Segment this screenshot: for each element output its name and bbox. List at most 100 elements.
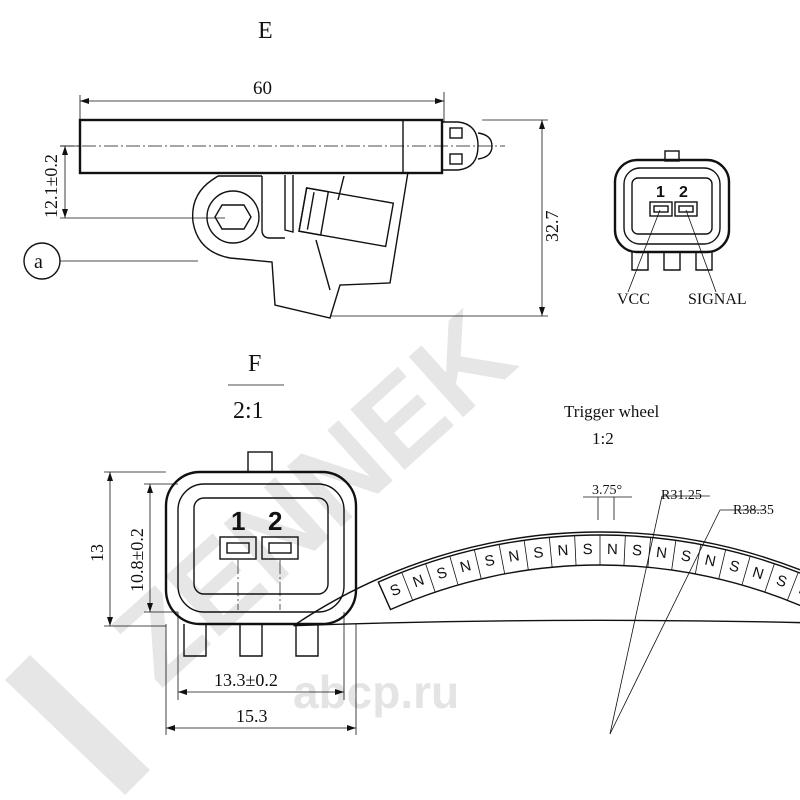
small-connector-legs [631, 252, 713, 271]
bolt-hole [206, 190, 260, 244]
trigger-wheel-ring [293, 531, 800, 627]
radius-inner-label: R31.25 [661, 488, 702, 503]
pole-divider [764, 563, 775, 593]
small-pin-2-core [678, 205, 694, 213]
small-connector-cavity [631, 177, 713, 235]
trigger-wheel-scale: 1:2 [592, 429, 614, 448]
f-pin-1-core [226, 542, 250, 554]
pole-label: N [703, 552, 717, 571]
small-connector-inner [623, 167, 721, 245]
pole-divider [523, 540, 529, 571]
flange-web [261, 176, 285, 239]
wheel-pole-band [377, 534, 800, 611]
pole-label: N [411, 572, 427, 592]
connector-face-small: 1 2 VCC SIGNAL [613, 150, 747, 308]
dim-10-label: 10.8±0.2 [127, 528, 147, 592]
pole-divider [647, 537, 652, 568]
dim-32-label: 32.7 [542, 211, 562, 243]
pole-label: S [727, 557, 741, 576]
radius-leader-outer [609, 509, 721, 735]
pole-label: S [582, 541, 592, 558]
f-pin-2-core [268, 542, 292, 554]
pole-divider [401, 572, 414, 601]
pole-label: N [607, 541, 618, 558]
view-f-title: F [248, 351, 261, 377]
sensor-tip-pin-1 [449, 127, 463, 139]
small-connector-key [664, 150, 680, 162]
f-connector-inner [177, 483, 345, 613]
small-pin-1-core [653, 205, 669, 213]
pole-divider [425, 563, 436, 593]
f-connector-legs [183, 624, 319, 657]
f-pin-2 [261, 536, 299, 560]
pole-divider [623, 535, 626, 566]
pole-divider [449, 556, 459, 586]
vcc-leader [627, 209, 661, 293]
dim-60-label: 60 [253, 78, 272, 99]
view-e-title: E [258, 18, 273, 44]
sensor-tip-nose [477, 132, 493, 160]
wheel-outer-arc [293, 531, 800, 627]
small-pin-label-1: 1 [656, 184, 665, 201]
pole-label: S [680, 547, 693, 565]
angle-label: 3.75° [592, 483, 622, 498]
dim-12-label: 12.1±0.2 [41, 154, 61, 218]
pole-label: S [774, 572, 789, 591]
pole-label: S [631, 542, 642, 560]
vcc-label: VCC [617, 291, 650, 308]
view-f-scale: 2:1 [233, 398, 264, 424]
pole-label: N [507, 547, 520, 566]
sensor-tube [78, 118, 444, 175]
pole-divider [786, 572, 799, 601]
pole-label: N [655, 544, 668, 562]
small-connector-outer [613, 158, 731, 254]
pole-label: N [796, 581, 800, 601]
small-pin-2 [674, 201, 698, 217]
brand-watermark: ZENNEK [5, 287, 538, 795]
pole-label: S [532, 544, 544, 562]
flange-rib [284, 175, 294, 233]
connector-cap [298, 187, 330, 236]
detail-marker-label: a [34, 251, 43, 273]
small-pin-label-2: 2 [679, 184, 688, 201]
pole-divider [694, 544, 702, 574]
pole-divider [574, 535, 577, 566]
dim-15-label: 15.3 [236, 706, 268, 726]
pole-label: N [458, 557, 473, 576]
f-connector-cavity [193, 497, 329, 595]
pole-divider [473, 549, 482, 579]
angled-connector [298, 187, 395, 248]
trigger-wheel-title: Trigger wheel [564, 402, 659, 421]
pole-label: S [435, 564, 450, 583]
dim-13-3-label: 13.3±0.2 [214, 670, 278, 690]
flange-edge-line [315, 239, 331, 291]
pole-label: S [483, 552, 496, 571]
hex-bolt [214, 204, 252, 230]
f-pin-1 [219, 536, 257, 560]
pole-label: N [557, 542, 569, 560]
sensor-tip-outline [442, 121, 479, 171]
mounting-flange [191, 171, 409, 319]
pole-label: N [750, 564, 765, 583]
view-e: E 60 12.1±0.2 [23, 18, 562, 319]
sensor-tip-pin-2 [449, 153, 463, 165]
small-pin-1 [649, 201, 673, 217]
view-f: F 2:1 1 2 13 10.8±0.2 13.3±0.2 [87, 351, 358, 735]
watermark-chevron-shape [5, 655, 150, 795]
radius-leader-inner [609, 495, 663, 735]
pole-divider [377, 581, 391, 610]
signal-label: SIGNAL [688, 291, 747, 308]
pole-divider [718, 549, 727, 579]
dim-13-label: 13 [87, 544, 107, 562]
pole-divider [498, 544, 506, 574]
pole-divider [741, 556, 751, 586]
wheel-lower-curve [293, 619, 800, 627]
pole-divider [548, 537, 553, 568]
flange-rib-2 [337, 175, 345, 201]
pole-label: S [388, 581, 404, 601]
f-connector-key [247, 451, 273, 473]
